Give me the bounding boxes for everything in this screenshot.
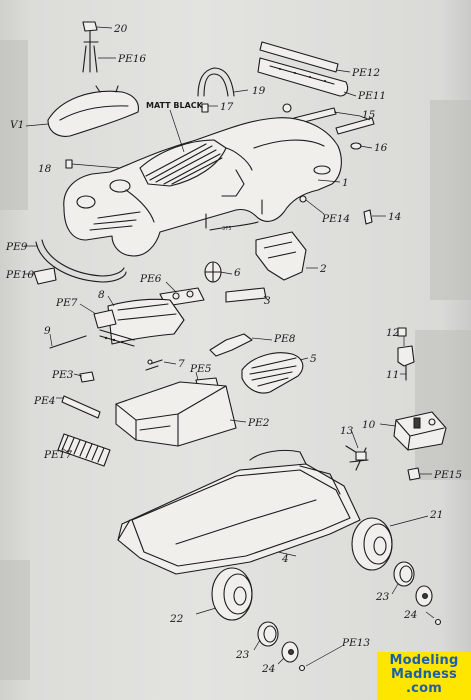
label-5: 5 [310,353,317,365]
logo-line-1: Modeling [389,653,459,668]
logo-line-2: Madness [391,667,457,682]
mirror-part [82,21,99,73]
car-body [63,117,342,257]
label-pe6: PE6 [139,273,162,285]
label-pe5: PE5 [189,363,212,375]
leader-lines [24,26,435,667]
label-pe16: PE16 [117,53,146,65]
label-17: 17 [220,101,234,113]
photoetch-pe3 [79,371,95,383]
photoetch-panels [257,41,349,97]
callout-labels: 20 PE16 V1 MATT BLACK 17 19 PE12 PE11 15… [5,23,462,675]
photoetch-pe10 [33,267,57,285]
label-pe4: PE4 [33,395,55,407]
background-ghosting [0,40,471,680]
label-pe11: PE11 [357,90,386,102]
photoetch-pe8 [209,333,253,357]
label-4: 4 [281,553,289,565]
label-pe14: PE14 [321,213,350,225]
photoetch-pe15 [407,467,421,481]
intake-part [255,231,307,281]
label-10: 10 [362,419,376,431]
mold-mark: 375 [222,226,232,232]
label-pe12: PE12 [351,67,380,79]
label-pe3: PE3 [51,369,74,381]
label-3: 3 [264,295,271,307]
label-6: 6 [234,267,241,279]
logo-line-3: .com [406,681,442,696]
label-pe7: PE7 [55,297,78,309]
label-pe8: PE8 [273,333,296,345]
label-19: 19 [252,85,266,97]
label-1: 1 [342,177,349,189]
rod-part-9 [49,335,87,349]
gear-part-13 [345,445,369,471]
label-18: 18 [38,163,52,175]
label-12: 12 [386,327,400,339]
label-13: 13 [340,425,354,437]
photoetch-bumper-strip [35,239,127,283]
label-24a: 24 [403,609,417,621]
label-pe17: PE17 [43,449,72,461]
hinge-parts [299,195,373,225]
engine-block [393,411,447,451]
label-11: 11 [386,369,399,381]
wheels-and-tyres [211,517,442,672]
label-v1: V1 [10,119,24,131]
label-23b: 23 [235,649,250,661]
label-pe15: PE15 [433,469,462,481]
label-14: 14 [388,211,401,223]
label-8: 8 [98,289,105,301]
chassis-base [117,449,361,575]
shifter-parts [397,327,415,381]
modeling-madness-logo: Modeling Madness .com [377,652,471,700]
photoetch-pe4 [61,395,101,419]
small-part-18 [65,159,73,169]
spare-wheel-part [204,261,222,283]
photoetch-mesh [57,433,111,467]
label-15: 15 [362,109,376,121]
windscreen-part [47,85,139,137]
label-pe13: PE13 [341,637,370,649]
label-pe10: PE10 [5,269,34,281]
label-matt-black: MATT BLACK [146,101,204,110]
interior-floor [115,381,237,447]
label-2: 2 [319,263,327,275]
label-23a: 23 [375,591,390,603]
plate-part [225,287,267,303]
label-9: 9 [44,325,51,337]
label-21: 21 [429,509,443,521]
rear-suspension-block [93,309,135,347]
label-24b: 24 [261,663,275,675]
roll-bar-part [197,67,235,97]
label-7: 7 [178,358,185,370]
label-pe9: PE9 [5,241,28,253]
label-16: 16 [374,142,388,154]
seat-part [241,352,304,394]
label-pe2: PE2 [247,417,270,429]
label-22: 22 [169,613,184,625]
small-part-7 [145,359,163,371]
suspension-arms [107,287,205,345]
label-20: 20 [113,23,128,35]
